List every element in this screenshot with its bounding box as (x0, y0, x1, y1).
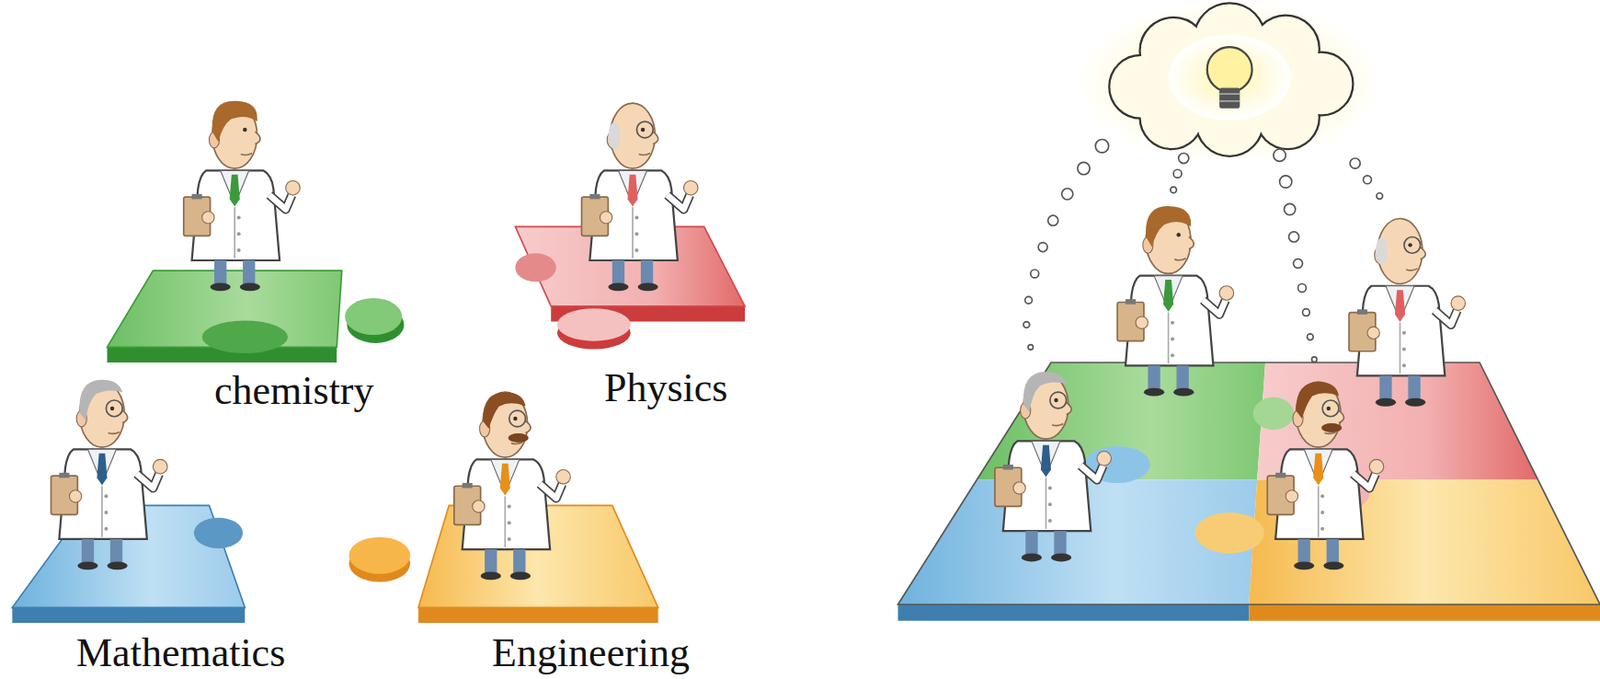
discipline-label: Physics (604, 367, 728, 409)
physicist (582, 102, 699, 291)
chemist (1117, 205, 1235, 397)
engineer (1267, 381, 1384, 570)
engineer (454, 391, 572, 580)
chemist (183, 101, 301, 292)
thought-cloud (1076, 0, 1383, 164)
assembled-puzzle (898, 362, 1600, 621)
discipline-label: Engineering (491, 632, 690, 674)
mathematician (50, 379, 168, 570)
mathematician (994, 371, 1112, 561)
physicist (1348, 217, 1466, 406)
discipline-label: Mathematics (76, 632, 286, 674)
discipline-label: chemistry (214, 370, 375, 412)
